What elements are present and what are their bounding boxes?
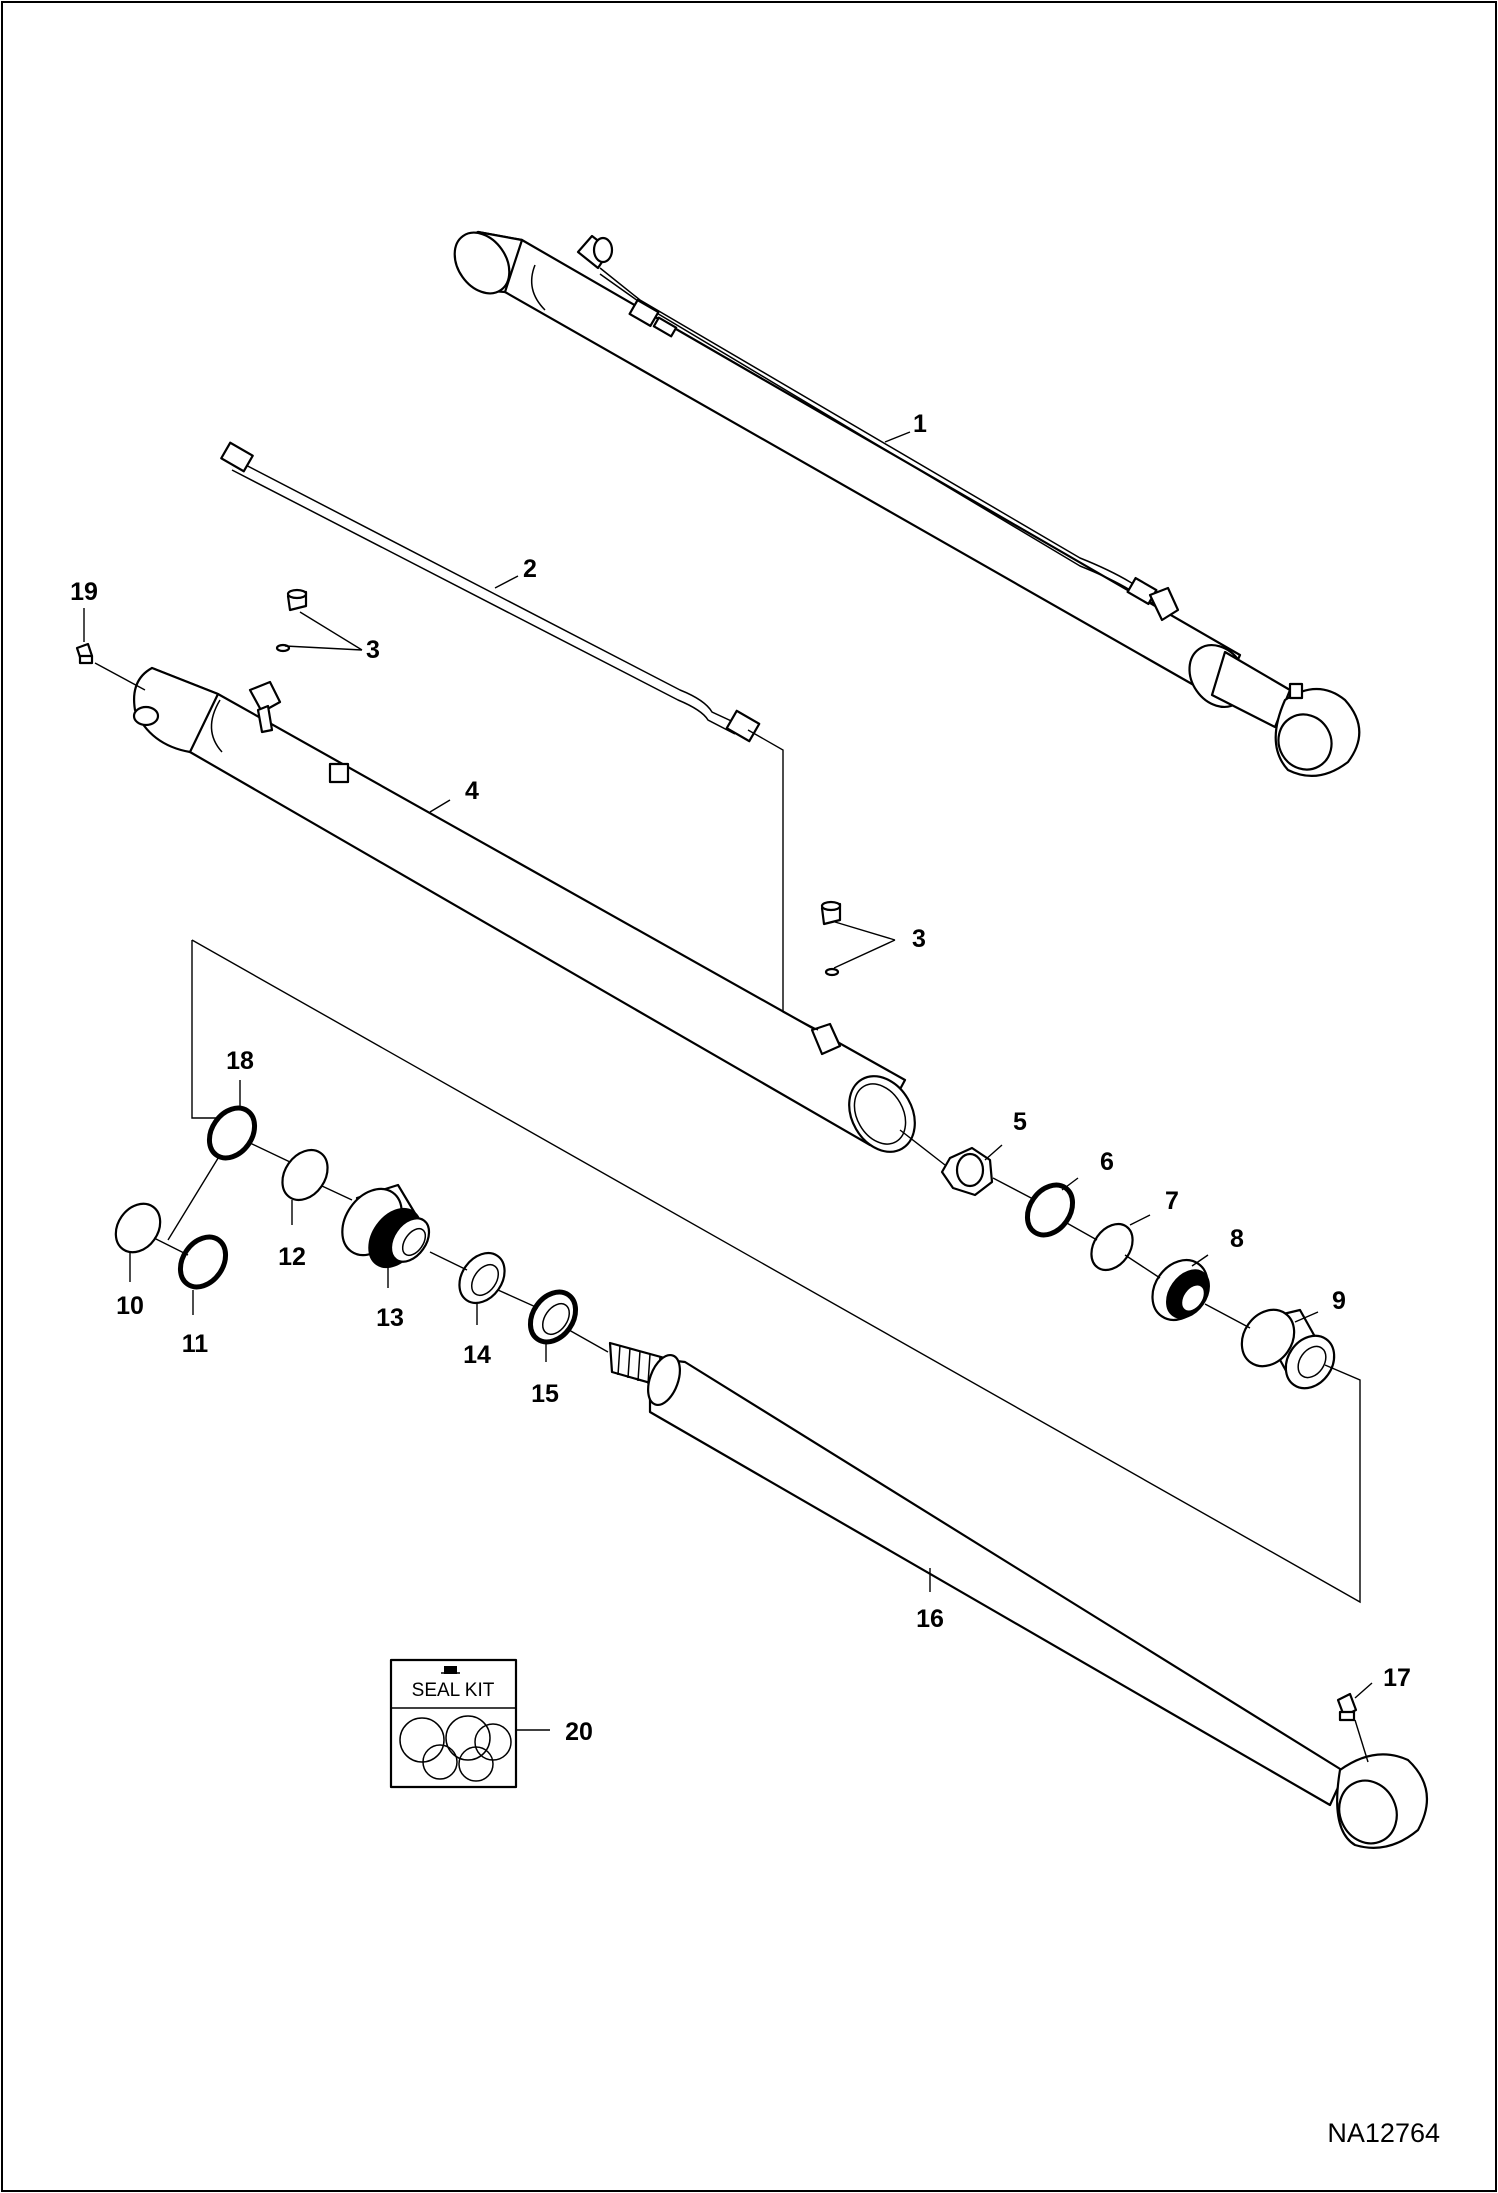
callout-18: 18 xyxy=(226,1047,254,1075)
callout-9: 9 xyxy=(1332,1287,1346,1315)
ring-part-6 xyxy=(1024,1182,1076,1238)
callout-16: 16 xyxy=(916,1605,944,1633)
figure-id: NA12764 xyxy=(1327,2118,1440,2148)
gland-part-13 xyxy=(341,1183,431,1269)
rod-part-16 xyxy=(608,1341,1429,1849)
plug-part-3-lower xyxy=(820,900,842,977)
ring-part-12 xyxy=(281,1148,329,1202)
callout-12: 12 xyxy=(278,1243,306,1271)
spacer-part-9 xyxy=(1240,1308,1336,1390)
ring-part-18 xyxy=(206,1105,258,1161)
callout-19: 19 xyxy=(70,578,98,606)
callout-10: 10 xyxy=(116,1292,144,1320)
callout-14: 14 xyxy=(463,1341,491,1369)
callout-1: 1 xyxy=(913,410,927,438)
callout-8: 8 xyxy=(1230,1225,1244,1253)
grease-fitting-part-19 xyxy=(75,642,94,665)
callout-leaders xyxy=(83,431,1373,1731)
callout-4: 4 xyxy=(465,777,479,805)
seal-part-15 xyxy=(527,1289,579,1345)
callout-15: 15 xyxy=(531,1380,559,1408)
callout-labels: 1 2 3 4 3 5 6 7 8 9 10 11 12 13 14 15 16… xyxy=(70,410,1411,1746)
callout-3-upper: 3 xyxy=(366,636,380,664)
nut-part-5 xyxy=(940,1146,994,1197)
callout-6: 6 xyxy=(1100,1148,1114,1176)
callout-7: 7 xyxy=(1165,1187,1179,1215)
callout-17: 17 xyxy=(1383,1664,1411,1692)
ring-part-7 xyxy=(1090,1222,1134,1272)
callout-11: 11 xyxy=(182,1330,209,1358)
callout-3-lower: 3 xyxy=(912,925,926,953)
callout-5: 5 xyxy=(1013,1108,1027,1136)
barrel-part-4 xyxy=(132,666,916,1153)
callout-20: 20 xyxy=(565,1718,593,1746)
seal-kit-part-20: SEAL KIT xyxy=(389,1658,518,1789)
grease-fitting-part-17 xyxy=(1336,1692,1358,1722)
ring-part-10 xyxy=(114,1202,162,1254)
ring-part-11 xyxy=(177,1234,229,1290)
seal-part-14 xyxy=(458,1251,506,1305)
cylinder-assembly-part-1 xyxy=(453,230,1361,777)
plug-part-3-upper xyxy=(275,588,308,653)
callout-13: 13 xyxy=(376,1304,404,1332)
assembly-lines xyxy=(94,662,1369,1763)
callout-2: 2 xyxy=(523,555,537,583)
tube-line-part-2 xyxy=(220,441,761,743)
piston-part-8 xyxy=(1151,1259,1210,1321)
seal-kit-label: SEAL KIT xyxy=(412,1680,495,1701)
